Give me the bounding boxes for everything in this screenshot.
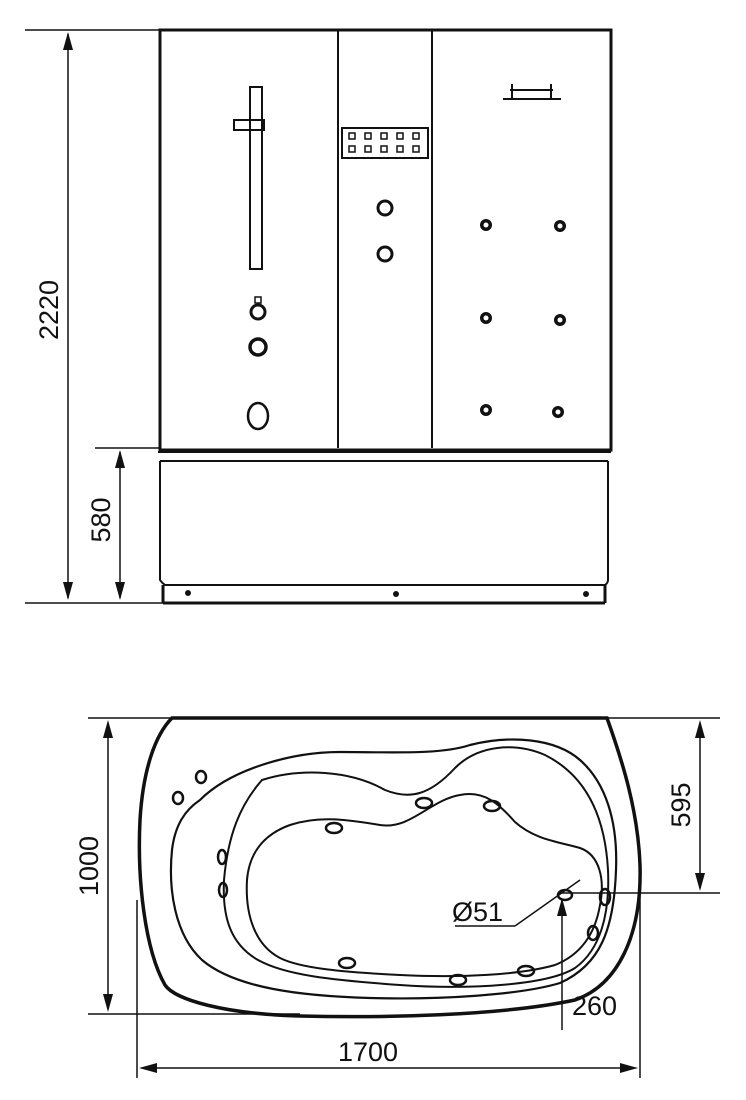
dim-tub-height-label: 580 [86,497,116,542]
tub-basin-wall [169,738,618,1000]
back-jets [480,219,566,418]
mixer-controls [246,296,270,431]
dimension-inner-offset: 595 [560,717,720,894]
front-elevation: 2220 580 [25,28,613,605]
top-view: 1700 1000 595 Ø51 [74,716,720,1078]
tub-jet [414,796,434,810]
dimension-depth: 1000 [74,717,300,1015]
centre-nozzle [376,199,394,217]
tub-jet [217,881,229,899]
foot [185,590,191,596]
dimension-length: 1700 [136,870,641,1078]
dim-inner-offset-label: 595 [666,782,696,827]
shelf [503,84,561,100]
tub-jet [171,790,185,806]
leader-diameter: Ø51 [452,879,581,927]
dim-diameter-label: Ø51 [452,897,503,927]
dim-nozzle-offset-label: 260 [572,991,617,1021]
tub-jet [194,769,208,785]
foot [583,591,589,597]
tub-jet [216,848,228,866]
dimension-nozzle-offset: 260 [557,898,617,1030]
cabin-outline [158,28,613,452]
control-panel [341,127,429,159]
tub-seat-contour [222,746,610,988]
tub-jet [516,964,536,978]
tub-jet [448,973,468,987]
tub-jets [171,769,612,987]
tub-jet [324,821,344,835]
dim-total-height-label: 2220 [34,280,64,340]
tub-apron [158,451,611,605]
dimension-total-height: 2220 [25,29,163,604]
tub-outer-rim [137,716,642,1019]
tub-jet [482,799,502,813]
centre-nozzle [376,245,394,263]
dim-depth-label: 1000 [74,836,104,896]
shower-rail [233,86,265,270]
tub-jet [598,887,612,907]
dimension-tub-height: 580 [86,447,160,600]
tub-footwell [245,793,603,978]
tub-jet [337,956,357,970]
tub-jet [586,924,600,942]
dim-length-label: 1700 [338,1037,398,1067]
foot [393,591,399,597]
